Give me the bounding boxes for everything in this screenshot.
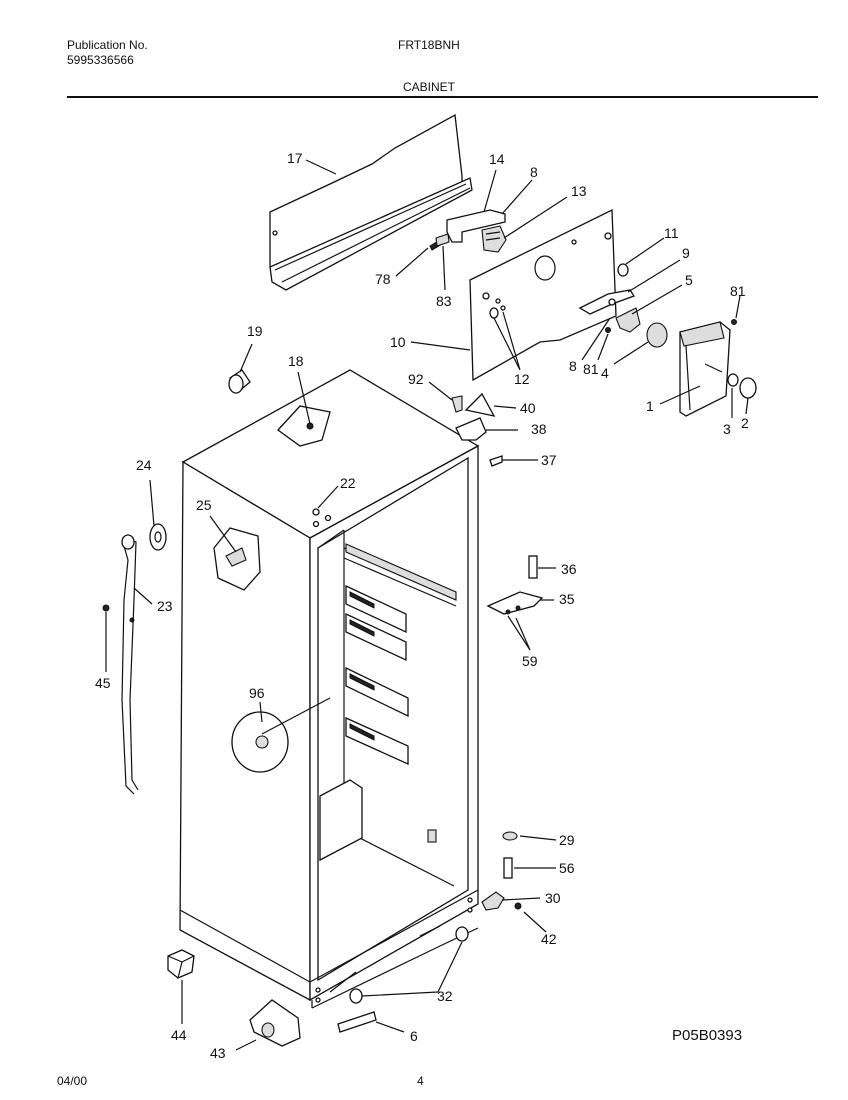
part-3-shaft-bushing	[727, 373, 739, 387]
callout-17: 17	[287, 150, 303, 166]
footer-date: 04/00	[57, 1074, 88, 1088]
callout-6: 6	[410, 1028, 418, 1044]
cabinet-body	[179, 369, 480, 1009]
callout-29: 29	[559, 832, 575, 848]
part-37-pin	[489, 455, 503, 467]
callout-14: 14	[489, 151, 505, 167]
callout-35: 35	[559, 591, 575, 607]
callout-12: 12	[514, 371, 530, 387]
leader-lines	[105, 159, 749, 1051]
callout-5: 5	[685, 272, 693, 288]
callout-92: 92	[408, 371, 424, 387]
part-18-plate	[277, 405, 331, 447]
callout-38: 38	[531, 421, 547, 437]
callout-10: 10	[390, 334, 406, 350]
callout-25: 25	[196, 497, 212, 513]
part-42-screw	[514, 902, 522, 910]
page-number: 4	[417, 1074, 424, 1088]
callout-4: 4	[601, 365, 609, 381]
part-59-screws	[505, 605, 521, 615]
part-35-hinge	[486, 591, 544, 615]
callout-9: 9	[682, 245, 690, 261]
part-23-tube	[121, 534, 139, 795]
callout-3: 3	[723, 421, 731, 437]
part-2-knob	[739, 377, 757, 399]
part-56-pin	[503, 857, 513, 879]
callout-44: 44	[171, 1027, 187, 1043]
callout-81-lower: 81	[583, 361, 599, 377]
callout-2: 2	[741, 415, 749, 431]
callout-36: 36	[561, 561, 577, 577]
part-5-fan-blade	[615, 307, 641, 333]
part-4-fan-motor	[646, 322, 668, 348]
header-rule	[67, 96, 818, 98]
callout-78: 78	[375, 271, 391, 287]
callout-8-lower: 8	[569, 358, 577, 374]
part-24-washer	[149, 523, 167, 551]
callout-45: 45	[95, 675, 111, 691]
part-40-hinge-cover	[464, 392, 496, 417]
part-30-hinge	[481, 891, 505, 911]
callout-22: 22	[340, 475, 356, 491]
callout-37: 37	[541, 452, 557, 468]
publication-number: 5995336566	[67, 53, 134, 67]
part-92-screw	[451, 395, 463, 413]
part-96-disc	[231, 711, 289, 773]
part-83-clip	[435, 233, 450, 247]
part-19-cylinder	[228, 369, 251, 394]
callout-13: 13	[571, 183, 587, 199]
callout-11: 11	[664, 225, 679, 241]
part-13-switch	[481, 225, 507, 253]
part-10-panel	[469, 208, 617, 382]
part-11-grommet	[617, 263, 629, 277]
model-number: FRT18BNH	[398, 38, 460, 52]
part-36-pin	[528, 555, 538, 579]
callout-32: 32	[437, 988, 453, 1004]
callout-59: 59	[522, 653, 538, 669]
part-29-washer	[502, 831, 518, 841]
callout-40: 40	[520, 400, 536, 416]
part-6-grille	[337, 1011, 377, 1033]
part-38-hinge	[455, 417, 487, 441]
callout-42: 42	[541, 931, 557, 947]
callout-1: 1	[646, 398, 654, 414]
publication-label: Publication No.	[67, 38, 148, 52]
callout-8: 8	[530, 164, 538, 180]
reference-code: P05B0393	[672, 1027, 743, 1044]
callout-96: 96	[249, 685, 265, 701]
callout-56: 56	[559, 860, 575, 876]
callout-labels: 17 14 8 13 78 83 11 9 5 81 10 12 8 81 4 …	[95, 150, 749, 1061]
part-25-plate	[213, 527, 261, 591]
callout-23: 23	[157, 598, 173, 614]
callout-19: 19	[247, 323, 263, 339]
section-title: CABINET	[403, 80, 456, 94]
part-43-leg	[249, 999, 301, 1047]
part-17-top-cover	[269, 113, 473, 291]
callout-30: 30	[545, 890, 561, 906]
callout-83: 83	[436, 293, 452, 309]
callout-81-right: 81	[730, 283, 746, 299]
part-9-bracket	[578, 289, 635, 315]
part-81-screw	[605, 319, 737, 333]
part-1-control-housing	[679, 321, 731, 417]
callout-18: 18	[288, 353, 304, 369]
part-45-screw	[102, 604, 135, 623]
part-44-block	[167, 949, 195, 979]
callout-24: 24	[136, 457, 152, 473]
callout-43: 43	[210, 1045, 226, 1061]
